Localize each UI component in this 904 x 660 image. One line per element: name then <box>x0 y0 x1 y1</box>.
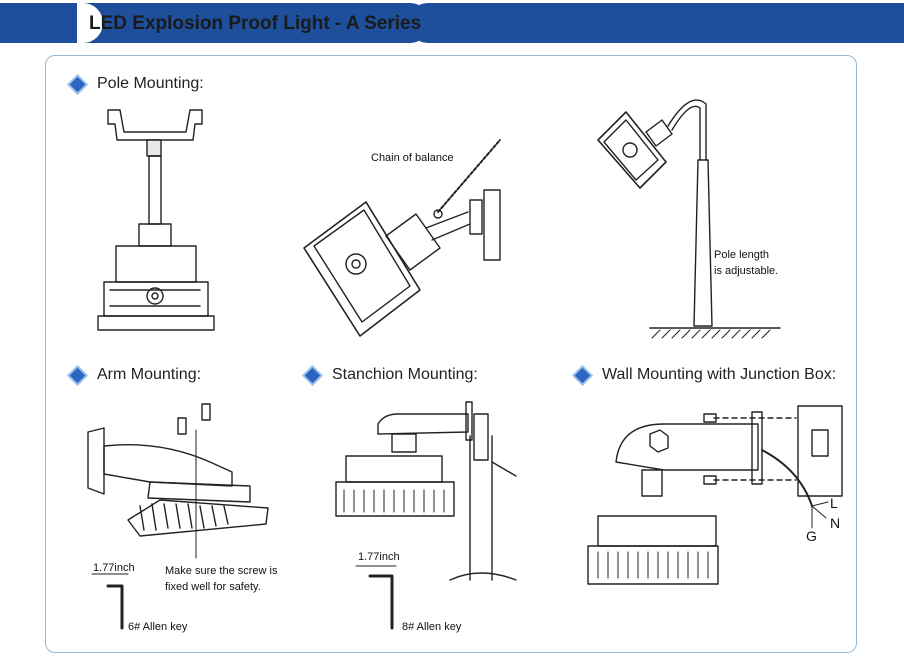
section-title: Wall Mounting with Junction Box: <box>602 366 837 383</box>
content-panel <box>45 55 857 653</box>
arm-mount-drawing <box>87 403 269 630</box>
section-arm-mounting: Arm Mounting: <box>69 366 202 384</box>
wire-label-n: N <box>830 515 841 531</box>
section-pole-mounting: Pole Mounting: <box>69 75 204 93</box>
arm-dimension-label: 1.77inch <box>93 562 135 574</box>
stanchion-dimension-label: 1.77inch <box>358 551 400 563</box>
section-stanchion-mounting: Stanchion Mounting: <box>304 366 478 384</box>
pole-top-mount-drawing <box>97 109 215 331</box>
wire-label-l: L <box>830 495 838 511</box>
header-bar-left <box>0 3 430 43</box>
chain-mount-drawing <box>303 139 501 337</box>
pole-length-label-line2: is adjustable. <box>714 265 779 277</box>
wall-mount-drawing <box>587 405 843 585</box>
section-title: Pole Mounting: <box>97 75 204 92</box>
screw-note-line1: Make sure the screw is <box>165 565 278 577</box>
section-title: Arm Mounting: <box>97 366 202 383</box>
stanchion-mount-drawing <box>335 401 517 630</box>
curved-pole-drawing <box>597 99 781 339</box>
wire-label-g: G <box>806 528 817 544</box>
allen-key-8-label: 8# Allen key <box>402 621 462 633</box>
section-wall-mounting: Wall Mounting with Junction Box: <box>574 366 837 384</box>
chain-of-balance-label: Chain of balance <box>371 152 454 164</box>
section-title: Stanchion Mounting: <box>332 366 478 383</box>
screw-note-line2: fixed well for safety. <box>165 581 261 593</box>
pole-length-label-line1: Pole length <box>714 249 770 261</box>
allen-key-6-label: 6# Allen key <box>128 621 188 633</box>
page-title: LED Explosion Proof Light - A Series <box>89 13 422 34</box>
header-bar-right <box>408 3 904 43</box>
